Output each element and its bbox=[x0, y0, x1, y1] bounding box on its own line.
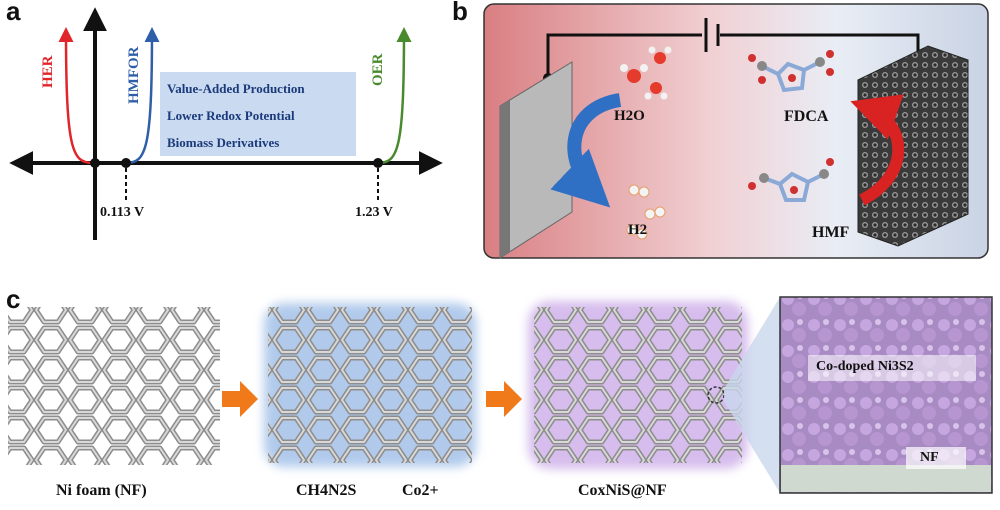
product-foam-block bbox=[534, 307, 742, 463]
panel-c-letter: c bbox=[6, 284, 21, 314]
nf-label: NF bbox=[920, 450, 939, 465]
co2-caption: Co2+ bbox=[402, 482, 439, 499]
benefit-2: Lower Redox Potential bbox=[167, 108, 295, 123]
h2o-text: H2O bbox=[614, 108, 645, 124]
hmfor-label: HMFOR bbox=[126, 46, 142, 105]
fdca-molecule bbox=[748, 50, 834, 93]
h2-text: H2 bbox=[628, 222, 648, 238]
hmfor-curve bbox=[125, 27, 160, 165]
codoped-text: Co-doped Ni3S2 bbox=[816, 359, 914, 374]
h2o-label: H2O bbox=[614, 108, 645, 125]
her-curve bbox=[58, 27, 94, 165]
her-label: HER bbox=[40, 55, 56, 88]
codoped-label: Co-doped Ni3S2 bbox=[816, 359, 914, 375]
origin-point bbox=[90, 158, 100, 168]
panel-a-letter: a bbox=[6, 0, 21, 26]
benefit-box bbox=[160, 72, 356, 156]
anode-mesh bbox=[857, 45, 969, 247]
benefit-1: Value-Added Production bbox=[167, 81, 305, 96]
hmfor-potential: 0.113 V bbox=[100, 205, 145, 220]
hmfor-onset-point bbox=[121, 158, 131, 168]
benefit-3: Biomass Derivatives bbox=[167, 135, 280, 150]
process-arrow-1 bbox=[222, 381, 258, 417]
panel-b-letter: b bbox=[452, 0, 468, 26]
hmf-label: HMF bbox=[812, 224, 850, 241]
panel-c-synthesis bbox=[8, 296, 993, 494]
anode-reaction-arrow bbox=[850, 94, 905, 206]
fdca-label: FDCA bbox=[784, 108, 829, 125]
product-caption: CoxNiS@NF bbox=[578, 482, 667, 499]
hydrogen-molecules bbox=[626, 184, 666, 240]
coated-foam-block bbox=[268, 307, 472, 463]
panel-b-schematic bbox=[483, 3, 989, 259]
water-molecules bbox=[620, 46, 672, 100]
ni-foam-block bbox=[8, 307, 220, 465]
ni-foam-caption: Ni foam (NF) bbox=[56, 482, 147, 499]
panel-a-plot bbox=[9, 7, 443, 240]
ch4n2s-caption: CH4N2S bbox=[296, 482, 357, 499]
circuit-wire-left bbox=[546, 33, 702, 78]
oer-curve bbox=[377, 27, 412, 165]
cathode-reaction-arrow bbox=[550, 93, 622, 208]
hmf-molecule bbox=[748, 158, 834, 202]
process-arrow-2 bbox=[486, 381, 522, 417]
zoom-beam bbox=[724, 297, 780, 493]
oer-potential: 1.23 V bbox=[355, 205, 393, 220]
oer-label: OER bbox=[370, 53, 386, 86]
oer-onset-point bbox=[373, 158, 383, 168]
h2-label: H2 bbox=[628, 222, 647, 239]
